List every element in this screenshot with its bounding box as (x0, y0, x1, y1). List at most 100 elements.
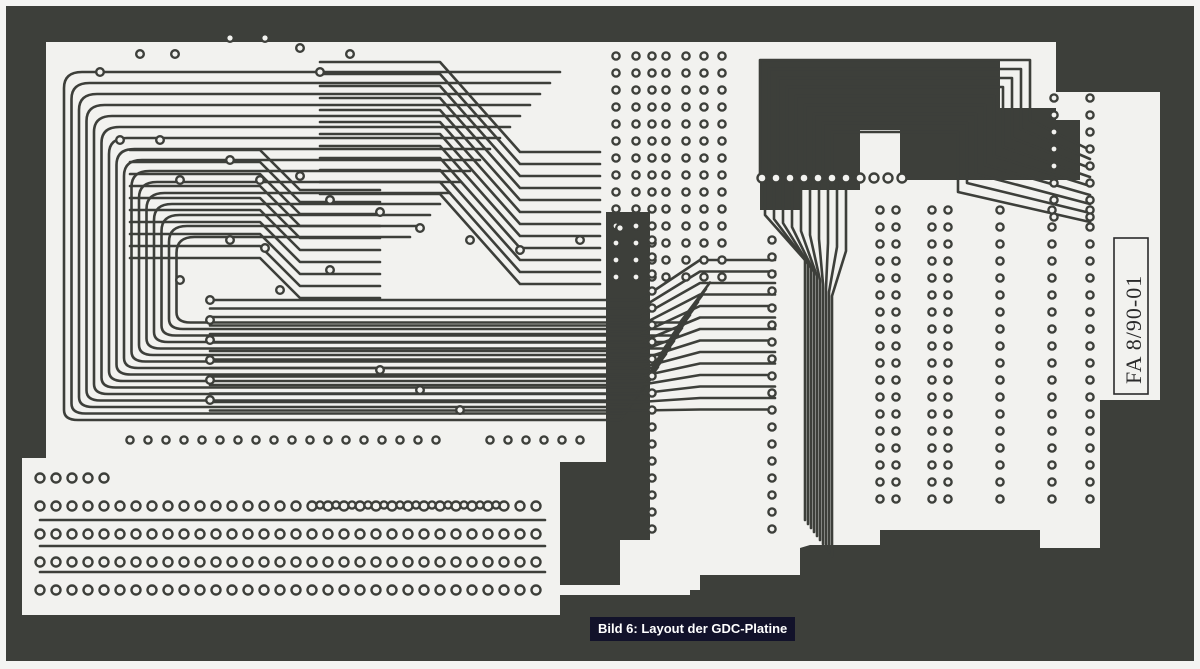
data-trace (208, 362, 777, 378)
ic-pad (647, 269, 657, 279)
ic-pad (699, 119, 709, 129)
via-pad (204, 355, 215, 366)
ic-pad (611, 238, 621, 248)
data-trace (208, 327, 777, 353)
ic-pad (875, 273, 885, 283)
ic-pad (611, 170, 621, 180)
ic-pad (767, 524, 777, 534)
ic-pad (1047, 341, 1057, 351)
ic-pad (891, 205, 901, 215)
header-pad (287, 435, 297, 445)
ic-pad (699, 153, 709, 163)
ic-pad (1085, 110, 1095, 120)
ic-pad (1085, 477, 1095, 487)
top-right-trace (803, 103, 1092, 197)
connector-pad (514, 584, 526, 596)
ic-pad (875, 341, 885, 351)
ic-pad (943, 222, 953, 232)
ic-pad (1047, 273, 1057, 283)
ic-pad (1085, 222, 1095, 232)
connector-pad (370, 528, 382, 540)
ic-pad (647, 102, 657, 112)
connector-pad (322, 528, 334, 540)
data-trace (208, 373, 777, 387)
connector-pad (258, 584, 270, 596)
via-pad (575, 234, 586, 245)
connector-pad (66, 556, 78, 568)
cutout-bottom-right (1030, 570, 1125, 630)
connector-pad (258, 556, 270, 568)
connector-pad (194, 584, 206, 596)
ic-pad (647, 405, 657, 415)
bus-trace (77, 92, 660, 409)
connector-pad (322, 584, 334, 596)
connector-pad (354, 556, 366, 568)
connector-pad (226, 556, 238, 568)
bus-trace (130, 169, 688, 363)
connector-pad (178, 500, 190, 512)
ic-pad (995, 358, 1005, 368)
connector-pad (82, 584, 94, 596)
ic-pad (681, 85, 691, 95)
connector-pad (498, 584, 510, 596)
header-pad (557, 435, 567, 445)
ic-pad (943, 358, 953, 368)
ic-pad (699, 255, 709, 265)
header-pad (379, 500, 389, 510)
data-trace (208, 408, 777, 412)
via-pad (295, 43, 306, 54)
connector-pad (514, 556, 526, 568)
ic-pad (1085, 358, 1095, 368)
ic-pad (927, 460, 937, 470)
connector-pad (274, 500, 286, 512)
ic-pad (767, 422, 777, 432)
ic-pad (611, 153, 621, 163)
via-pad (275, 285, 286, 296)
connector-pad (450, 500, 462, 512)
connector-pad (322, 556, 334, 568)
header-pad (521, 435, 531, 445)
ic-pad (943, 443, 953, 453)
ic-pad (661, 204, 671, 214)
ic-pad (647, 51, 657, 61)
ic-pad (699, 238, 709, 248)
connector-pad (82, 500, 94, 512)
connector-pad (226, 528, 238, 540)
ic-pad (647, 473, 657, 483)
data-trace (208, 270, 777, 310)
header-pad (491, 500, 501, 510)
fan-trace (128, 172, 382, 216)
connector-pad (370, 584, 382, 596)
ic-pad (1049, 144, 1059, 154)
via-pad (315, 66, 326, 77)
board-label-text: FA 8/90-01 (1121, 275, 1146, 384)
connector-pad (114, 500, 126, 512)
connector-pad (130, 556, 142, 568)
via-pad (204, 375, 215, 386)
ic-pad (995, 205, 1005, 215)
ic-pad (661, 153, 671, 163)
ic-pad (875, 239, 885, 249)
connector-pad (146, 500, 158, 512)
header-pad (431, 435, 441, 445)
ic-pad (767, 235, 777, 245)
ic-pad (631, 204, 641, 214)
ic-pad (631, 272, 641, 282)
connector-pad (386, 584, 398, 596)
connector-pad (450, 528, 462, 540)
ic-pad (631, 102, 641, 112)
header-pad (197, 435, 207, 445)
ic-pad (891, 375, 901, 385)
ic-pad (1047, 426, 1057, 436)
connector-pad (50, 584, 62, 596)
ic-pad (891, 494, 901, 504)
ic-pad (875, 375, 885, 385)
via-pad (94, 66, 105, 77)
connector-pad (146, 528, 158, 540)
connector-pad (418, 556, 430, 568)
ic-pad (875, 256, 885, 266)
ic-pad (717, 153, 727, 163)
connector-pad (530, 584, 542, 596)
connector-pad (98, 584, 110, 596)
